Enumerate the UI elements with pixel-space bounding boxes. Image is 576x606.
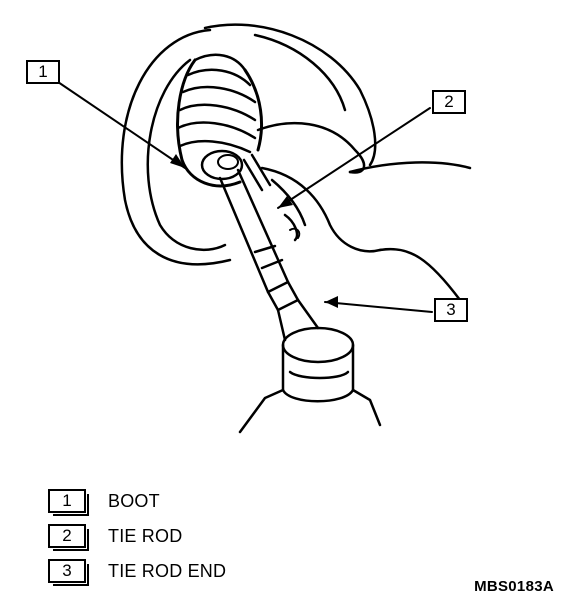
tie-rod-end xyxy=(238,280,382,434)
boot-bellows xyxy=(176,53,263,188)
callout-3-box: 3 xyxy=(434,298,468,322)
legend-item-boot: 1 BOOT xyxy=(48,488,160,516)
legend-item-tie-rod-end: 3 TIE ROD END xyxy=(48,558,227,586)
legend-number: 3 xyxy=(48,559,89,586)
legend-label: BOOT xyxy=(108,490,160,511)
leader-lines xyxy=(57,81,433,313)
callout-2-box: 2 xyxy=(432,90,466,114)
callout-1-box: 1 xyxy=(26,60,60,84)
legend-number: 2 xyxy=(48,524,89,551)
wheel-well-outline xyxy=(120,23,377,266)
legend-item-tie-rod: 2 TIE ROD xyxy=(48,523,183,551)
legend-label: TIE ROD END xyxy=(108,560,227,581)
legend-label: TIE ROD xyxy=(108,525,183,546)
tie-rod-shaft xyxy=(218,153,290,294)
clip-mark xyxy=(289,227,301,239)
figure-code: MBS0183A xyxy=(474,578,554,595)
steering-knuckle xyxy=(256,121,472,302)
legend-number: 1 xyxy=(48,489,89,516)
arrowheads xyxy=(170,154,338,308)
